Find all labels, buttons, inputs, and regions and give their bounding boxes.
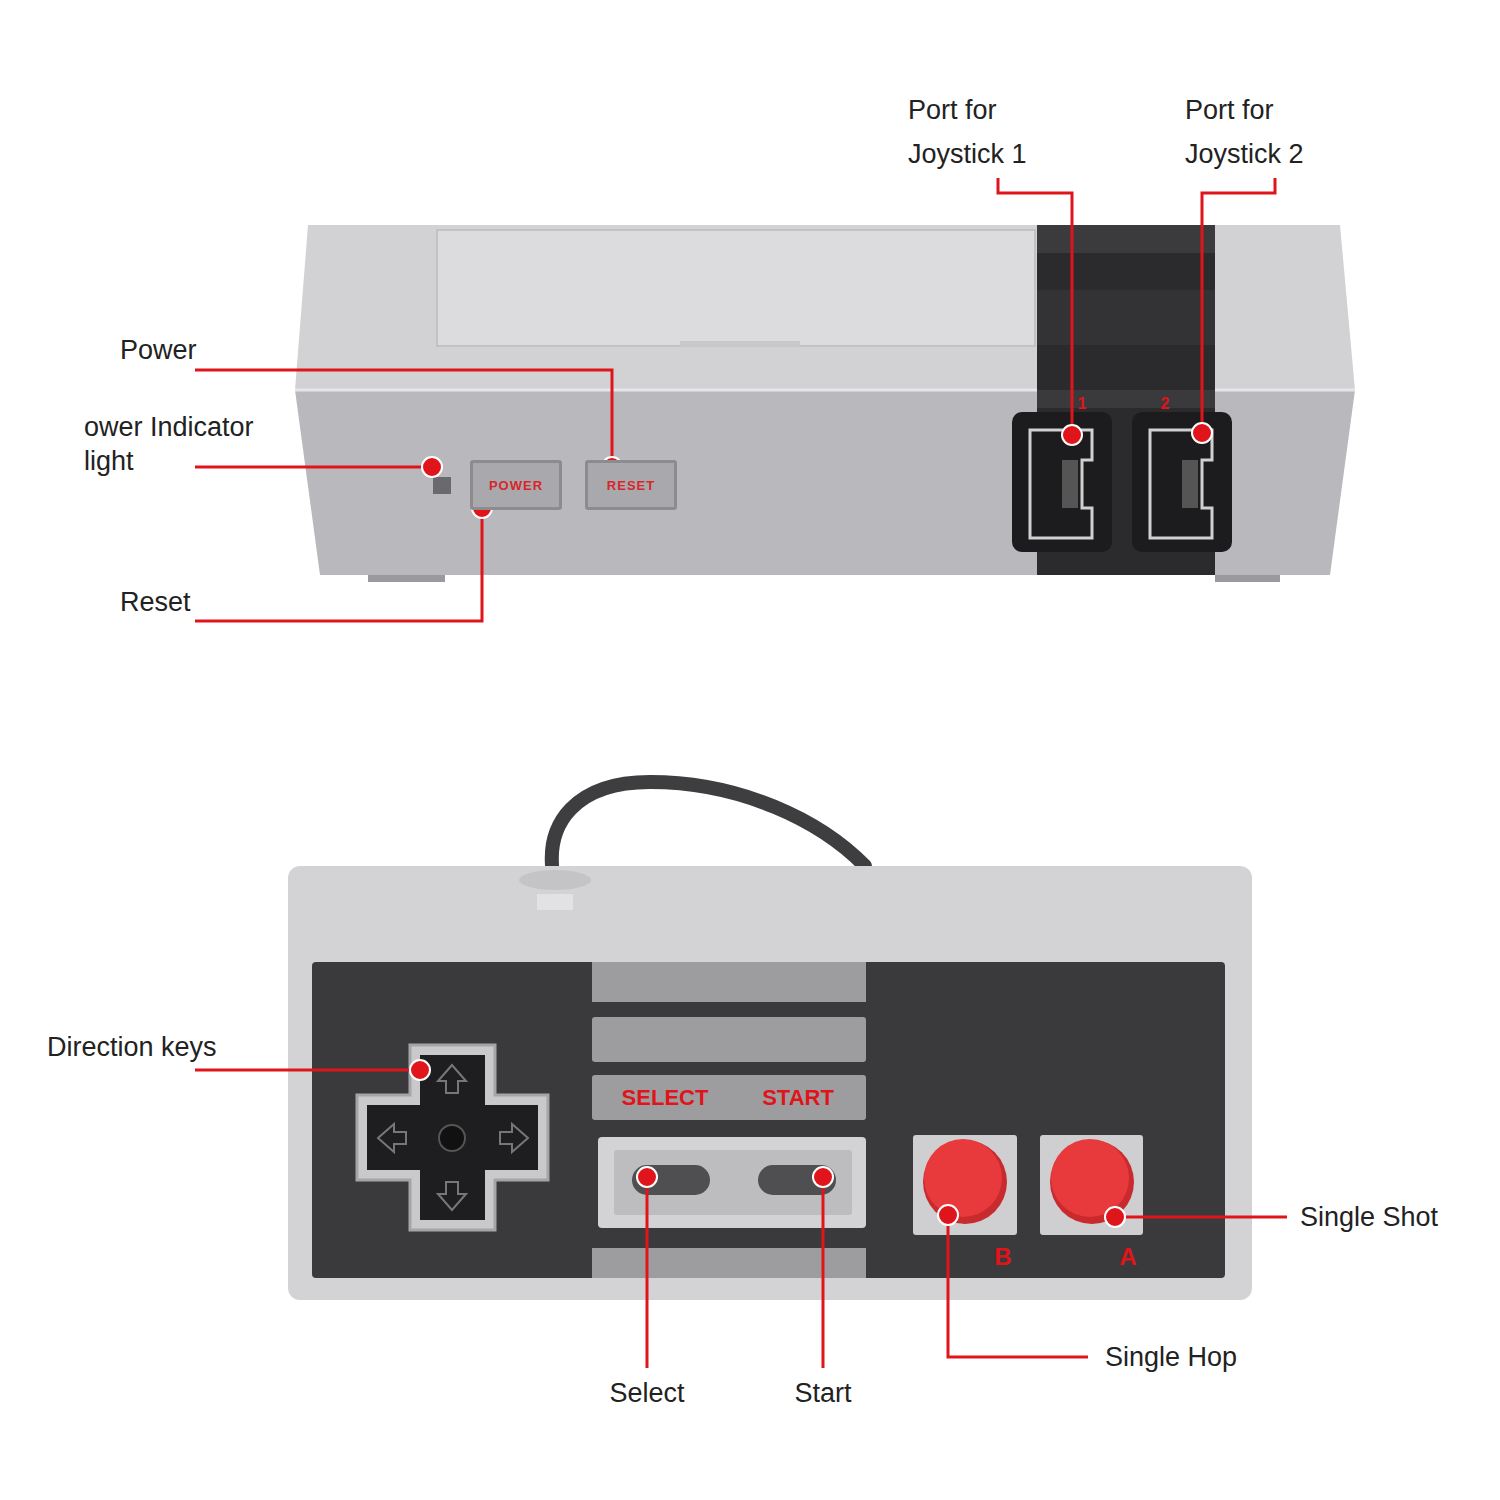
leader-lines (195, 178, 1287, 1368)
callout-label: Port for Joystick 1 (908, 88, 1058, 176)
callout-label: ower Indicator light (84, 410, 299, 478)
printed-marking: START (762, 1087, 834, 1109)
printed-marking: 1 (1078, 396, 1087, 412)
callout-label: Single Shot (1300, 1200, 1438, 1235)
printed-marking: SELECT (622, 1087, 709, 1109)
callout-label: Start (794, 1376, 851, 1411)
console (295, 225, 1355, 582)
button-text: RESET (607, 478, 655, 493)
callout-label: Direction keys (47, 1030, 217, 1065)
printed-marking: B (994, 1245, 1011, 1269)
callout-label: Reset (120, 585, 191, 620)
console-button: RESET (585, 460, 677, 510)
callout-label: Power (120, 333, 197, 368)
callout-label: Select (609, 1376, 684, 1411)
console-button: POWER (470, 460, 562, 510)
callout-label: Single Hop (1105, 1340, 1237, 1375)
callout-label: Port for Joystick 2 (1185, 88, 1335, 176)
printed-marking: 2 (1161, 396, 1170, 412)
button-text: POWER (489, 478, 543, 493)
printed-marking: A (1119, 1245, 1136, 1269)
leader-dots (410, 423, 1212, 1227)
controller (288, 782, 1252, 1300)
